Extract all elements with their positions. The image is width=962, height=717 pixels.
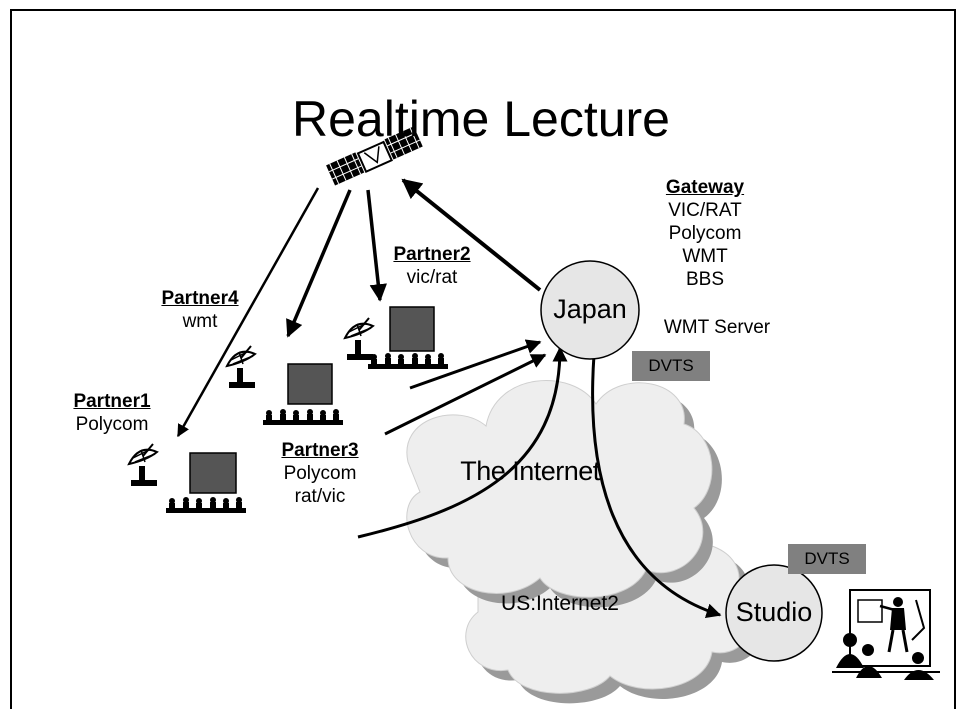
slide-title: Realtime Lecture [292, 91, 670, 147]
partner1-label: Partner1 Polycom [60, 390, 164, 436]
gateway-block: Gateway VIC/RAT Polycom WMT BBS [650, 176, 760, 291]
partner3-name: Partner3 [281, 440, 359, 461]
arrow-satellite-to-partner2 [366, 189, 387, 302]
partner2-label: Partner2 vic/rat [380, 243, 484, 289]
screen [389, 306, 435, 352]
internet-cloud-label: The Internet [460, 456, 600, 486]
partner3-label: Partner3 Polycom rat/vic [268, 439, 372, 508]
japan-label: Japan [553, 294, 627, 324]
arrow-internet-to-japan [357, 346, 568, 539]
arrow-japan-studio [586, 341, 722, 619]
partner3-line: rat/vic [294, 486, 346, 507]
partner4-name: Partner4 [161, 288, 239, 309]
partner3-station [226, 345, 343, 425]
partner2-name: Partner2 [393, 244, 471, 265]
gateway-item: BBS [685, 269, 725, 290]
arrow-satellite-to-partner3 [286, 189, 352, 338]
dvts-badge-japan: DVTS [632, 351, 710, 381]
japan-node [540, 260, 640, 360]
studio-node [725, 564, 823, 662]
partner4-label: Partner4 wmt [148, 287, 252, 333]
studio-label: Studio [735, 597, 813, 627]
gateway-item: VIC/RAT [668, 200, 742, 221]
arrow-partner2-to-japan [409, 339, 542, 390]
partner1-station [128, 443, 246, 513]
partner2-line: vic/rat [406, 267, 458, 288]
dvts-badge-studio: DVTS [788, 544, 866, 574]
internet2-cloud-label: US:Internet2 [501, 592, 619, 615]
arrow-satellite-to-partner4 [176, 187, 320, 438]
gateway-heading: Gateway [665, 177, 745, 198]
slide-border [10, 9, 956, 709]
partner4-line: wmt [182, 311, 218, 332]
screen [189, 452, 237, 494]
gateway-item: Polycom [668, 223, 742, 244]
classroom-clipart-icon [832, 589, 940, 680]
wmt-server-label: WMT Server [663, 317, 771, 338]
arrow-japan-to-satellite [401, 178, 542, 292]
partner1-name: Partner1 [73, 391, 151, 412]
partner1-line: Polycom [75, 414, 149, 435]
screen [287, 363, 333, 405]
partner3-line: Polycom [283, 463, 357, 484]
connection-arrows [176, 178, 722, 619]
internet-cloud [406, 380, 722, 608]
satellite-icon [326, 126, 423, 186]
gateway-item: WMT [682, 246, 728, 267]
arrow-partner3-to-japan [384, 353, 547, 436]
partner2-station [344, 306, 448, 369]
